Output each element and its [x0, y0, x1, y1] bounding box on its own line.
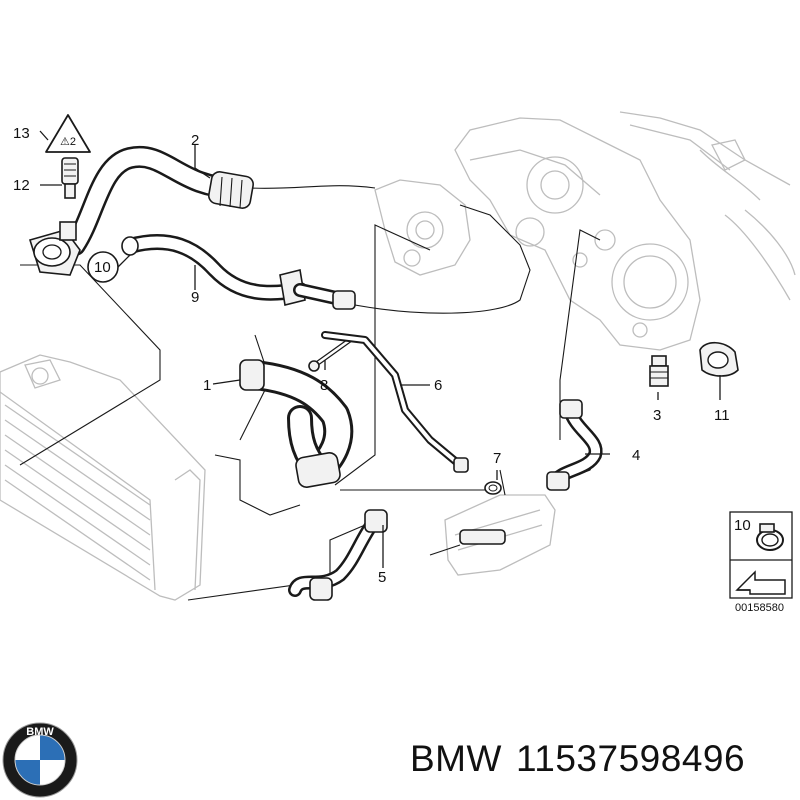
- thermostat-housing: [28, 221, 81, 276]
- bmw-logo-icon: BMW: [2, 722, 78, 798]
- part-caption: BMW 11537598496: [410, 738, 759, 780]
- warning-label: ⚠2: [60, 136, 76, 148]
- hose-part-9: [121, 234, 356, 310]
- legend-callout-10: 10: [734, 517, 751, 534]
- callout-4: 4: [632, 447, 640, 464]
- caption-brand: BMW: [410, 738, 502, 779]
- clamp-part-11: [699, 341, 739, 377]
- engine-block: [374, 111, 796, 351]
- radiator: [0, 354, 206, 601]
- leader-lines: [39, 130, 721, 568]
- callout-5: 5: [378, 569, 386, 586]
- caption-part-number: 11537598496: [515, 738, 746, 779]
- pipe-part-6: [321, 331, 469, 473]
- callout-12: 12: [13, 177, 30, 194]
- callout-3: 3: [653, 407, 661, 424]
- hose-part-4: [546, 399, 603, 491]
- callout-6: 6: [434, 377, 442, 394]
- callout-2: 2: [191, 132, 199, 149]
- hose-part-1: [239, 359, 354, 488]
- callout-10: 10: [94, 259, 111, 276]
- hose-part-2: [64, 145, 254, 256]
- callout-8: 8: [320, 377, 328, 394]
- clamp-icon: [756, 523, 784, 551]
- heat-exchanger: [444, 494, 556, 576]
- legend-box: 10 00158580: [729, 511, 793, 614]
- callouts: 2 13 12 10 9 1 8 6 7 5 4 3 11: [13, 125, 730, 586]
- temperature-sensor: [61, 157, 79, 199]
- callout-7: 7: [493, 450, 501, 467]
- callout-9: 9: [191, 289, 199, 306]
- arrow-icon: [735, 570, 786, 595]
- warning-triangle-icon: ⚠2: [45, 114, 91, 153]
- bolt-part-8: [308, 337, 353, 372]
- callout-10-circle: [87, 251, 119, 283]
- bmw-logo-text: BMW: [26, 726, 54, 738]
- callout-11: 11: [714, 407, 730, 424]
- hose-part-5: [288, 509, 388, 601]
- screw-plug-part-3: [649, 355, 669, 387]
- callout-1: 1: [203, 377, 211, 394]
- reference-number: 00158580: [735, 602, 784, 614]
- callout-13: 13: [13, 125, 30, 142]
- o-ring-part-7: [484, 481, 502, 495]
